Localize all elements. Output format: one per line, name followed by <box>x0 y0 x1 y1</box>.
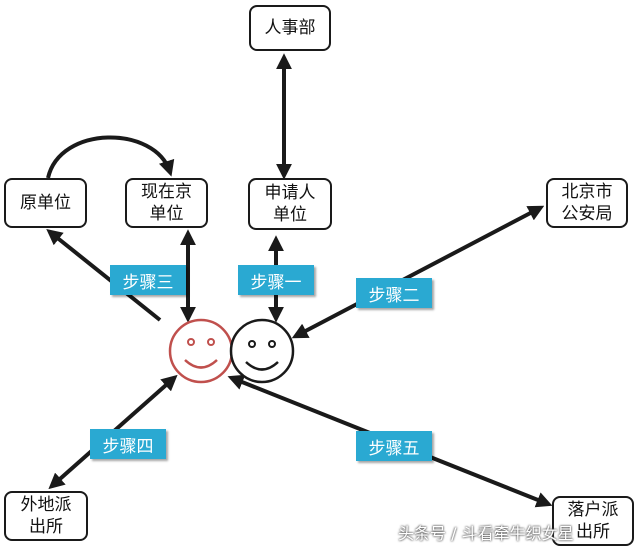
node-beijing-gonganju: 北京市 公安局 <box>546 178 628 228</box>
watermark-text: 头条号 / 斗看牵牛织女星 <box>398 524 574 543</box>
node-yuandanwei: 原单位 <box>4 178 87 228</box>
node-renshibu: 人事部 <box>249 5 331 51</box>
smiley-black-icon <box>229 318 295 384</box>
step-label-1: 步骤一 <box>238 265 314 295</box>
arrow-gonganju-face <box>291 205 545 339</box>
node-xianzaijing: 现在京 单位 <box>125 178 208 228</box>
node-waidi-paichusuo: 外地派 出所 <box>4 491 88 541</box>
arrow-face-yuandanwei <box>46 229 162 322</box>
node-luohu-paichusuo: 落户派 出所 <box>552 496 634 546</box>
step-label-4: 步骤四 <box>90 429 166 459</box>
arrow-yuandanwei-xianzaijing <box>46 135 175 179</box>
step-label-3: 步骤三 <box>110 265 186 295</box>
step-label-5: 步骤五 <box>356 431 432 461</box>
node-shenqingren: 申请人 单位 <box>248 178 332 230</box>
smiley-red-icon <box>168 318 234 384</box>
step-label-2: 步骤二 <box>356 278 432 308</box>
